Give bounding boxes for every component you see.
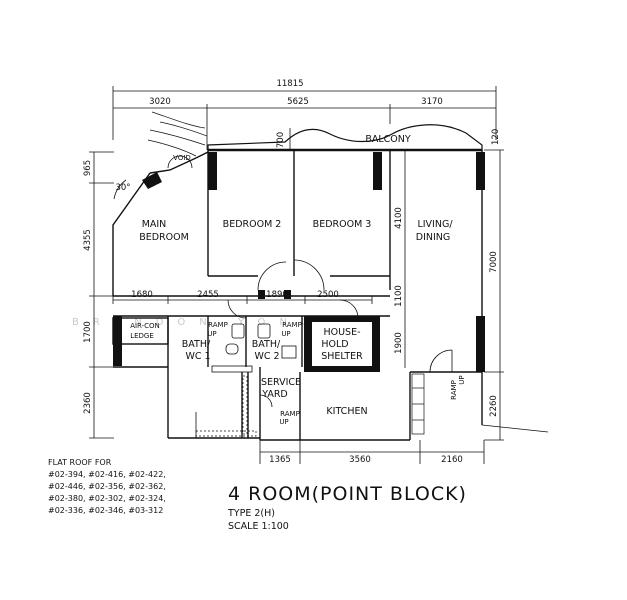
label-balcony: BALCONY: [365, 134, 411, 145]
label-living-1: LIVING/: [417, 219, 453, 230]
plan-scale: SCALE 1:100: [228, 521, 289, 532]
room-labels: BALCONY VOID 30° MAIN BEDROOM BEDROOM 2 …: [115, 134, 453, 417]
flat-roof-line-3: #02-380, #02-302, #02-324,: [48, 494, 166, 503]
ramp-label-bath2: RAMP: [282, 321, 302, 329]
dim-mid-2: 2455: [197, 290, 219, 300]
dim-bot-2: 3560: [349, 455, 371, 465]
flat-roof-line-1: #02-394, #02-416, #02-422,: [48, 470, 166, 479]
dim-mid-1: 1680: [131, 290, 153, 300]
wall-blocks: [113, 152, 485, 372]
dim-left-4: 2360: [83, 392, 93, 414]
door-swings: [113, 155, 453, 408]
label-void: VOID: [173, 154, 191, 162]
ramp-up-kitchen: UP: [458, 375, 466, 384]
dimension-labels: 11815 3020 5625 3170 120 700 965 4355 17…: [83, 79, 501, 465]
flat-roof-note: FLAT ROOF FOR #02-394, #02-416, #02-422,…: [48, 458, 166, 515]
label-bedroom-2: BEDROOM 2: [223, 219, 282, 230]
ramp-up-yard: UP: [279, 418, 288, 426]
label-kitchen: KITCHEN: [326, 406, 367, 417]
dim-mid-3: 1890: [266, 290, 288, 300]
label-angle: 30°: [115, 183, 130, 193]
dim-inner-2: 1100: [394, 285, 404, 307]
label-shelter-3: SHELTER: [321, 351, 363, 362]
label-bedroom-3: BEDROOM 3: [313, 219, 372, 230]
dimension-lines: [89, 86, 504, 464]
label-shelter-2: HOLD: [321, 339, 348, 350]
dim-left-2: 4355: [83, 229, 93, 251]
ramp-label-kitchen: RAMP: [450, 380, 458, 400]
dim-bot-1: 1365: [269, 455, 291, 465]
dim-left-1: 965: [83, 160, 93, 176]
label-bath2-2: WC 2: [254, 351, 279, 362]
ramp-label-bath1: RAMP: [208, 321, 228, 329]
label-service-2: YARD: [261, 389, 287, 400]
label-bath1-1: BATH/: [182, 339, 211, 350]
ramp-label-yard: RAMP: [280, 410, 300, 418]
dim-left-3: 1700: [83, 321, 93, 343]
dim-right-2: 2260: [489, 395, 499, 417]
flat-roof-line-0: FLAT ROOF FOR: [48, 458, 112, 467]
dim-mid-4: 2500: [317, 290, 339, 300]
label-aircon-2: LEDGE: [130, 332, 154, 340]
dim-overall: 11815: [276, 79, 303, 89]
dim-inner-1: 4100: [394, 207, 404, 229]
label-main-bedroom-1: MAIN: [142, 219, 167, 230]
title-block: 4 ROOM(POINT BLOCK) TYPE 2(H) SCALE 1:10…: [227, 483, 467, 532]
watermark: BRANDON YONG: [72, 317, 323, 328]
dim-top-side: 120: [491, 129, 501, 145]
label-main-bedroom-2: BEDROOM: [139, 232, 189, 243]
dim-inner-3: 1900: [394, 332, 404, 354]
dim-top-2: 5625: [287, 97, 309, 107]
label-shelter-1: HOUSE-: [323, 327, 360, 338]
dim-right-1: 7000: [489, 251, 499, 273]
label-bath2-1: BATH/: [252, 339, 281, 350]
dim-balcony-depth: 700: [276, 132, 286, 148]
ramp-labels: RAMP UP RAMP UP RAMP UP RAMP UP: [207, 321, 466, 426]
label-living-2: DINING: [416, 232, 451, 243]
window-details: [195, 373, 425, 437]
dim-top-1: 3020: [149, 97, 171, 107]
label-bath1-2: WC 1: [185, 351, 210, 362]
flat-roof-line-4: #02-336, #02-346, #03-312: [48, 506, 163, 515]
label-service-1: SERVICE: [261, 377, 301, 388]
plan-title: 4 ROOM(POINT BLOCK): [228, 483, 467, 505]
roof-curves: [147, 111, 208, 157]
ramp-up-bath1: UP: [207, 330, 216, 338]
label-aircon-1: AIR-CON: [130, 322, 160, 330]
flat-roof-line-2: #02-446, #02-356, #02-362,: [48, 482, 166, 491]
dim-top-3: 3170: [421, 97, 443, 107]
ramp-up-bath2: UP: [281, 330, 290, 338]
bath-fixtures: [211, 323, 297, 373]
dim-bot-3: 2160: [441, 455, 463, 465]
plan-type: TYPE 2(H): [227, 508, 275, 519]
